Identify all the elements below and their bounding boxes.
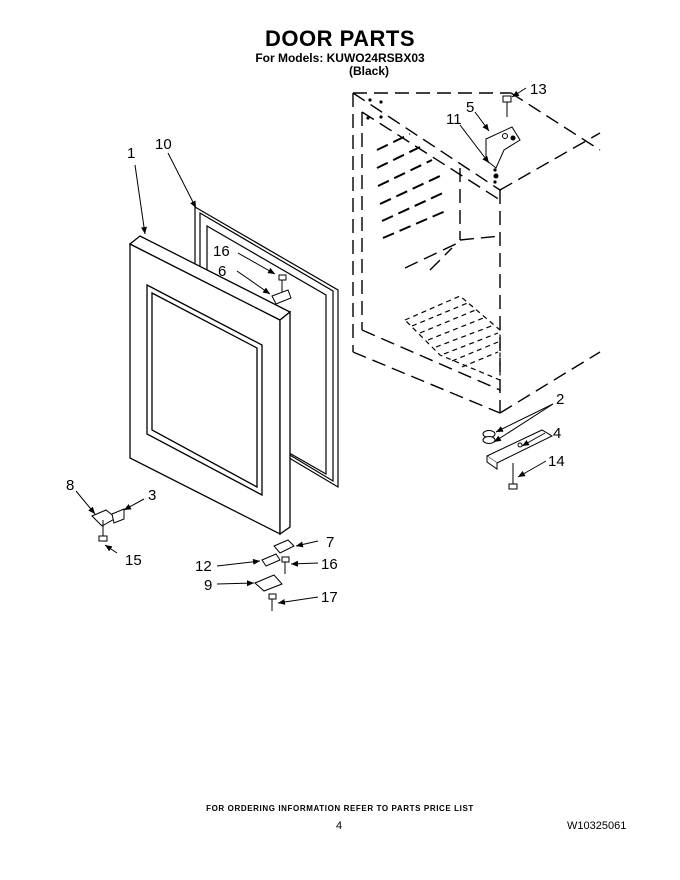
document-number: W10325061 [567, 820, 627, 832]
door-frame [128, 235, 292, 536]
callout-4: 4 [553, 425, 561, 442]
callout-13: 13 [530, 81, 547, 98]
callout-15: 15 [125, 552, 142, 569]
callout-16-upper: 16 [213, 243, 230, 260]
callout-labels: 1 10 16 6 5 13 11 2 4 14 8 3 15 7 12 16 … [66, 81, 565, 606]
callout-14: 14 [548, 453, 565, 470]
page-title: DOOR PARTS [264, 26, 416, 51]
models-line: For Models: KUWO24RSBX03 [255, 51, 425, 65]
callout-3: 3 [148, 487, 156, 504]
callout-9: 9 [204, 577, 212, 594]
leader-lines [75, 87, 554, 605]
callout-16-lower: 16 [321, 556, 338, 573]
vent-grille [403, 295, 501, 381]
callout-1: 1 [127, 145, 135, 162]
callout-11: 11 [446, 111, 462, 128]
callout-10: 10 [155, 136, 172, 153]
callout-5: 5 [466, 99, 474, 116]
callout-7: 7 [326, 534, 334, 551]
cabinet-holes [366, 98, 497, 184]
callout-8: 8 [66, 477, 74, 494]
color-label: (Black) [349, 64, 390, 78]
cabinet [352, 92, 601, 414]
callout-17: 17 [321, 589, 338, 606]
ordering-note: FOR ORDERING INFORMATION REFER TO PARTS … [206, 804, 474, 813]
callout-6: 6 [218, 263, 226, 280]
callout-2: 2 [556, 391, 564, 408]
page-number: 4 [336, 820, 343, 832]
callout-12: 12 [195, 558, 212, 575]
cabinet-rails [376, 133, 449, 239]
